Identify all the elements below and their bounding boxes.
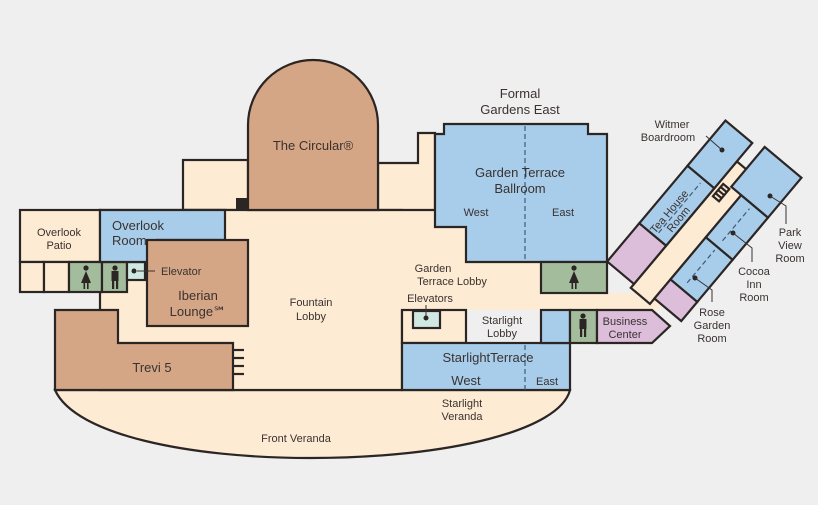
label-overlook-patio: Patio (46, 240, 71, 252)
label-overlook-patio: Overlook (37, 227, 82, 239)
corridor (540, 293, 660, 310)
label-front-veranda: Front Veranda (261, 433, 332, 445)
label-the-circular: The Circular® (273, 138, 354, 153)
starlight-terrace[interactable] (400, 341, 572, 392)
label-formal-gardens: Gardens East (480, 102, 560, 117)
mens-restroom-icon (579, 313, 587, 337)
column (236, 198, 248, 210)
label-business-center: Business (603, 316, 648, 328)
front-veranda[interactable] (53, 388, 572, 460)
label-overlook-room: Overlook (112, 218, 165, 233)
label-starlight-lobby: Lobby (487, 328, 517, 340)
label-elevator: Elevator (161, 266, 202, 278)
womens-restroom-icon (81, 265, 91, 289)
trevi-5[interactable] (53, 308, 235, 392)
garden-terrace-ballroom[interactable] (433, 122, 609, 264)
label-garden-terrace-lobby: Terrace Lobby (417, 276, 487, 288)
the-circular[interactable] (246, 58, 380, 212)
label-cocoa-inn-room: Cocoa (738, 266, 771, 278)
label-elevators: Elevators (407, 293, 453, 305)
elevator-icon (131, 268, 137, 274)
iberian-lounge[interactable] (145, 238, 250, 328)
label-witmer-boardroom: Boardroom (641, 132, 695, 144)
right-annex (376, 131, 437, 217)
label-starlight-west: West (451, 373, 481, 388)
label-park-view-room: Room (775, 253, 804, 265)
label-starlight-veranda: Starlight (442, 398, 482, 410)
label-formal-gardens: Formal (500, 86, 541, 101)
label-starlight-veranda: Veranda (442, 411, 484, 423)
park-view-room[interactable] (729, 145, 803, 220)
starlight-annex (539, 308, 572, 345)
label-starlight-east: East (536, 376, 558, 388)
womens-restroom-icon (569, 265, 579, 289)
label-ballroom: Ballroom (494, 181, 545, 196)
label-ballroom-east: East (552, 207, 574, 219)
label-business-center: Center (608, 329, 641, 341)
label-starlight-lobby: Starlight (482, 315, 522, 327)
label-cocoa-inn-room: Room (739, 292, 768, 304)
business-center[interactable] (595, 308, 672, 345)
label-overlook-room: Room (112, 233, 147, 248)
label-starlight-terrace: StarlightTerrace (442, 350, 533, 365)
label-park-view-room: Park (779, 227, 802, 239)
label-garden-terrace-lobby: Garden (415, 263, 452, 275)
label-rose-garden-room: Rose (699, 307, 725, 319)
witmer-boardroom[interactable] (685, 119, 754, 190)
label-fountain-lobby: Fountain (290, 297, 333, 309)
east-wing (605, 119, 803, 323)
stairs-icon (234, 348, 244, 376)
label-iberian-lounge: Lounge℠ (170, 304, 227, 319)
label-ballroom: Garden Terrace (475, 165, 565, 180)
label-iberian-lounge: Iberian (178, 288, 218, 303)
label-ballroom-west: West (464, 207, 489, 219)
overlook-patio[interactable] (18, 208, 102, 264)
mens-restroom-icon (111, 265, 119, 289)
label-rose-garden-room: Room (697, 333, 726, 345)
label-witmer-boardroom: Witmer (655, 119, 690, 131)
label-rose-garden-room: Garden (694, 320, 731, 332)
label-park-view-room: View (778, 240, 802, 252)
label-cocoa-inn-room: Inn (746, 279, 761, 291)
label-trevi-5: Trevi 5 (132, 360, 171, 375)
storage-2 (42, 260, 71, 294)
storage-1 (18, 260, 46, 294)
stairs-icon (711, 182, 731, 203)
elevator-icon (423, 315, 429, 321)
label-fountain-lobby: Lobby (296, 311, 326, 323)
